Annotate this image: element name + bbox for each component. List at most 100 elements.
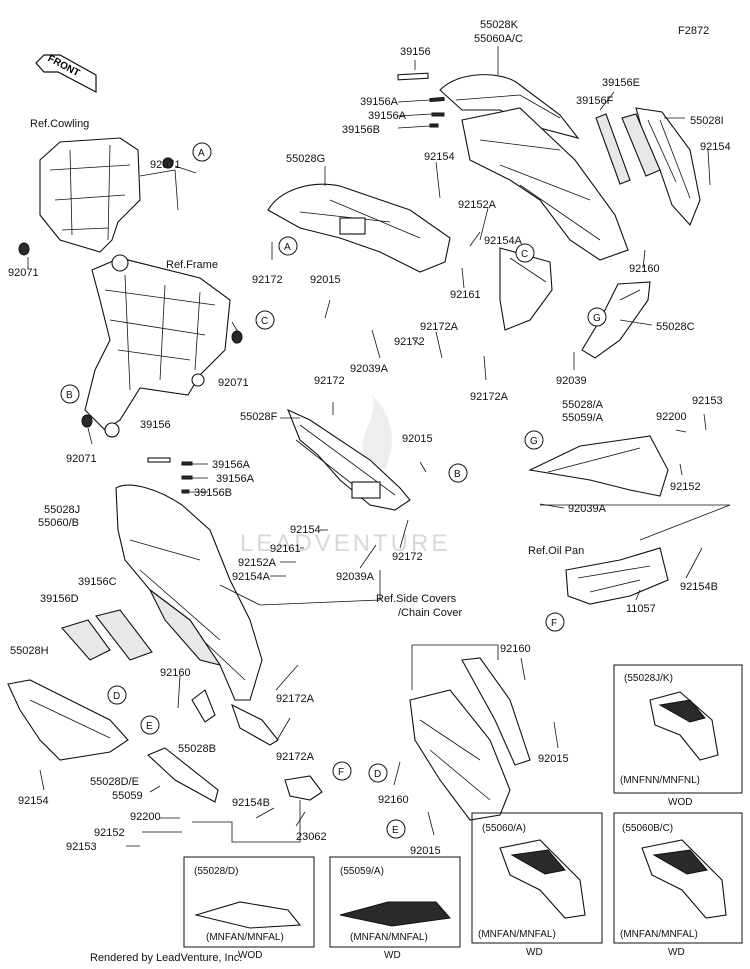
ref-oil-pan: Ref.Oil Pan [528, 545, 584, 557]
part-39156-left: 39156 [140, 419, 171, 431]
part-55028i: 55028I [690, 115, 724, 127]
part-92172a-left2: 92172A [276, 751, 315, 763]
svg-text:(MNFAN/MNFAL): (MNFAN/MNFAL) [206, 932, 284, 943]
figure-id: F2872 [678, 25, 709, 37]
svg-text:(MNFAN/MNFAL): (MNFAN/MNFAL) [478, 929, 556, 940]
callout-c-2: C [515, 243, 535, 263]
part-92161-top: 92161 [450, 289, 481, 301]
part-55028k: 55028K [480, 19, 519, 31]
side-fairing-55028j [115, 484, 263, 701]
part-92161-center: 92161 [270, 543, 301, 555]
part-92172-mid: 92172 [394, 336, 425, 348]
variant-box-55059a: (55059/A) (MNFAN/MNFAL) WD [329, 856, 461, 961]
part-92172-center: 92172 [314, 375, 345, 387]
bracket-55028-left2 [231, 703, 279, 746]
part-92152a-center: 92152A [238, 557, 277, 569]
part-55028de: 55028D/E [90, 776, 139, 788]
part-92015-center: 92015 [402, 433, 433, 445]
part-numbers: 39156 55028K 55060A/C 39156E 39156F 5502… [8, 19, 731, 857]
part-39156a-left2: 39156A [216, 473, 255, 485]
part-92154b-right: 92154B [680, 581, 718, 593]
part-11057: 11057 [626, 603, 656, 615]
part-92154a-top: 92154A [484, 235, 523, 247]
callout-f-1: F [332, 761, 352, 781]
callout-g-1: G [587, 307, 607, 327]
part-55028f: 55028F [240, 411, 278, 423]
heat-pad-39156d [61, 619, 111, 661]
callout-c-1: C [255, 310, 275, 330]
part-92153-right: 92153 [692, 395, 723, 407]
part-92172a-right: 92172A [470, 391, 509, 403]
callout-d-1: D [107, 685, 127, 705]
variant-color-wod-1: WOD [668, 797, 692, 808]
inner-fairing-55028f [286, 408, 411, 511]
variant-box-55028jk: (55028J/K) (MNFNN/MNFNL) WOD [613, 664, 743, 808]
callout-e-2: E [386, 819, 406, 839]
variant-box-55028d: (55028/D) (MNFAN/MNFAL) WOD [183, 856, 315, 961]
svg-text:(MNFAN/MNFAL): (MNFAN/MNFAL) [350, 932, 428, 943]
clip-set-left [147, 457, 193, 494]
part-39156d: 39156D [40, 593, 79, 605]
callout-d-2: D [368, 763, 388, 783]
part-92071-b: 92071 [8, 267, 39, 279]
part-92172-a: 92172 [252, 274, 283, 286]
part-92039a-right: 92039A [568, 503, 607, 515]
part-92152-left: 92152 [94, 827, 125, 839]
svg-text:(55060/A): (55060/A) [482, 823, 526, 834]
part-92154-top: 92154 [424, 151, 455, 163]
part-92154-center: 92154 [290, 524, 321, 536]
svg-text:B: B [454, 469, 461, 480]
variant-color-wd-2: WD [668, 947, 685, 958]
callout-f-2: F [545, 612, 565, 632]
part-39156-top: 39156 [400, 46, 431, 58]
leader-lines [27, 46, 731, 847]
ref-frame: Ref.Frame [166, 259, 218, 271]
part-92015-side1: 92015 [538, 753, 569, 765]
ref-side-covers: Ref.Side Covers [376, 593, 457, 605]
variant-color-wod-2: WOD [238, 950, 262, 961]
ref-cowling: Ref.Cowling [30, 118, 89, 130]
svg-text:C: C [521, 249, 528, 260]
part-55028j: 55028J [44, 504, 80, 516]
part-92160-side1: 92160 [500, 643, 531, 655]
svg-text:A: A [198, 148, 205, 159]
callout-a-1: A [192, 142, 212, 162]
svg-text:D: D [374, 769, 381, 780]
svg-text:F: F [338, 767, 344, 778]
part-92154-left: 92154 [18, 795, 49, 807]
part-39156f: 39156F [576, 95, 614, 107]
part-39156a-left1: 39156A [212, 459, 251, 471]
inner-upper-cowl [461, 107, 629, 261]
part-92039: 92039 [556, 375, 587, 387]
part-92160-side2: 92160 [378, 794, 409, 806]
part-55028b: 55028B [178, 743, 216, 755]
variant-box-55060bc: (55060B/C) (MNFAN/MNFAL) WD [613, 812, 743, 958]
main-frame [84, 254, 231, 438]
part-55028c: 55028C [656, 321, 695, 333]
part-92039a-top: 92039A [350, 363, 389, 375]
svg-text:E: E [146, 721, 153, 732]
part-92200-left: 92200 [130, 811, 161, 823]
part-23062: 23062 [296, 831, 327, 843]
part-92071-c: 92071 [218, 377, 249, 389]
footer-credit: Rendered by LeadVenture, Inc. [90, 952, 242, 964]
part-92015-side2: 92015 [410, 845, 441, 857]
svg-text:G: G [530, 436, 538, 447]
part-92071-d: 92071 [66, 453, 97, 465]
part-55028h: 55028H [10, 645, 49, 657]
watermark: LEADVENTURE [240, 530, 450, 557]
part-92154b-left: 92154B [232, 797, 270, 809]
part-39156e: 39156E [602, 77, 640, 89]
bracket-55028b [191, 689, 216, 723]
callout-e-1: E [140, 715, 160, 735]
front-arrow-icon: FRONT [35, 53, 97, 93]
part-55060ac: 55060A/C [474, 33, 523, 45]
svg-text:D: D [113, 691, 120, 702]
part-39156b-top: 39156B [342, 124, 380, 136]
part-92153-left: 92153 [66, 841, 97, 853]
callout-b-2: B [448, 463, 468, 483]
svg-text:(55028/D): (55028/D) [194, 866, 238, 877]
part-92160-left: 92160 [160, 667, 191, 679]
part-55028g: 55028G [286, 153, 325, 165]
